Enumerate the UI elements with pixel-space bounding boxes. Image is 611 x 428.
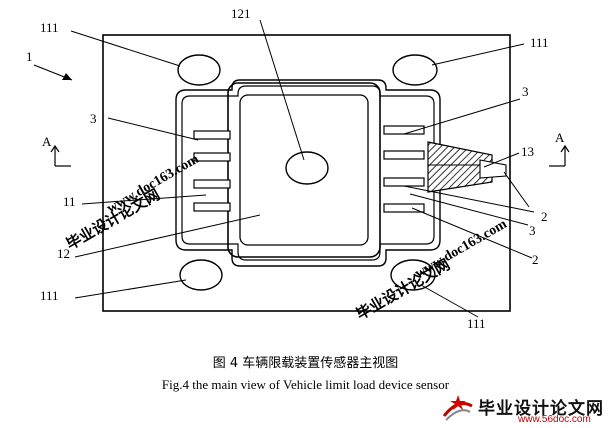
logo-url: www.56doc.com [518, 414, 591, 425]
corner-hole-top-right [392, 54, 438, 86]
wire-channel-hatched [427, 141, 493, 193]
section-marker-right [549, 144, 570, 167]
caption-chinese: 图 4 车辆限载装置传感器主视图 [212, 356, 399, 371]
label-3-lower: 3 [529, 223, 536, 238]
strain-gauge [193, 130, 231, 140]
label-111-bottom-left: 111 [40, 288, 59, 303]
strain-gauge [193, 202, 231, 212]
label-3-left: 3 [90, 111, 97, 126]
diaphragm-inner [239, 94, 369, 246]
label-1: 1 [26, 49, 33, 64]
section-label-right: A [555, 130, 565, 145]
label-11: 11 [63, 194, 76, 209]
label-111-top-left: 111 [40, 20, 59, 35]
corner-hole-bottom-left [179, 259, 223, 291]
corner-hole-top-left [177, 54, 221, 86]
sensor-diagram: A A 1 111 121 111 3 3 13 11 2 3 12 2 111… [26, 6, 570, 331]
label-12: 12 [57, 246, 70, 261]
strain-gauge [193, 152, 231, 162]
section-marker-left [50, 144, 71, 167]
label-121: 121 [231, 6, 251, 21]
label-111-top-right: 111 [530, 35, 549, 50]
item-1-arrowhead [62, 73, 72, 80]
outer-plate [102, 34, 511, 312]
logo-text: 毕业设计论文网 [478, 399, 604, 419]
strain-gauge [193, 179, 231, 189]
left-strain-gauges [193, 130, 231, 212]
caption-english: Fig.4 the main view of Vehicle limit loa… [161, 377, 450, 392]
watermark-cn: 毕业设计论文网 [63, 185, 163, 253]
strain-gauge [383, 150, 425, 160]
strain-gauge [383, 203, 425, 213]
label-2-upper: 2 [541, 209, 548, 224]
leader-lines [70, 19, 535, 318]
label-2-lower: 2 [532, 252, 539, 267]
right-strain-gauges [383, 125, 425, 213]
strain-gauge [383, 177, 425, 187]
site-logo: 毕业设计论文网 www.56doc.com [440, 392, 610, 428]
wire-channel-bore [479, 159, 507, 179]
label-3-right: 3 [522, 84, 529, 99]
section-label-left: A [42, 134, 52, 149]
center-boss [285, 151, 329, 185]
corner-hole-bottom-right [390, 259, 436, 291]
inner-groove [181, 85, 435, 261]
logo-emblem-icon [442, 395, 473, 421]
diaphragm-outer [227, 82, 381, 258]
label-111-bottom-right: 111 [467, 316, 486, 331]
outer-groove [175, 79, 441, 267]
label-13: 13 [521, 144, 534, 159]
